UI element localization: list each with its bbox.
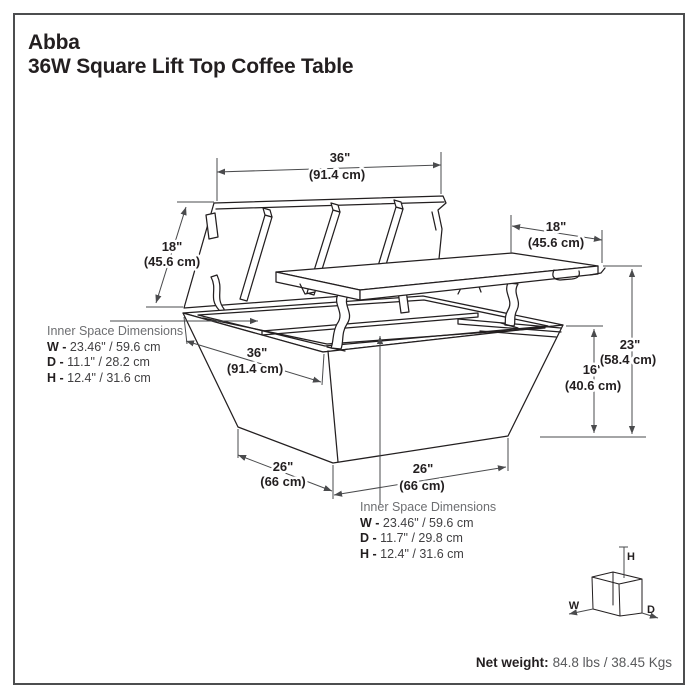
lid-latch bbox=[205, 212, 219, 240]
dimension-lines bbox=[110, 152, 646, 505]
dim-total-height-cm: (58.4 cm) bbox=[600, 352, 656, 367]
page-border bbox=[13, 13, 685, 685]
lift-top-panel bbox=[275, 252, 606, 301]
net-weight-value: 84.8 lbs / 38.45 Kgs bbox=[552, 655, 672, 670]
axis-h-label: H bbox=[627, 551, 635, 563]
dim-base-width-in: 26" bbox=[413, 461, 434, 476]
inner-space-row: D - 11.1" / 28.2 cm bbox=[47, 355, 150, 369]
dimension-labels: 36" (91.4 cm) 18" (45.6 cm) 18" (45.6 cm… bbox=[141, 148, 658, 496]
dim-body-height-in: 16" bbox=[583, 362, 604, 377]
dim-lid-width-in: 36" bbox=[330, 150, 351, 165]
axis-w-label: W bbox=[569, 600, 580, 612]
front-right-leg bbox=[504, 282, 520, 327]
inner-space-row: H - 12.4" / 31.6 cm bbox=[360, 546, 464, 561]
dim-lid-width-cm: (91.4 cm) bbox=[309, 167, 365, 182]
axis-cube-icon: H W D bbox=[569, 546, 659, 619]
product-name: 36W Square Lift Top Coffee Table bbox=[28, 55, 354, 78]
inner-space-row: H - 12.4" / 31.6 cm bbox=[47, 370, 151, 385]
dim-top-depth-in: 18" bbox=[546, 219, 567, 234]
inner-space-title: Inner Space Dimensions bbox=[360, 500, 497, 514]
inner-space-row: W - 23.46" / 59.6 cm bbox=[47, 339, 161, 354]
net-weight: Net weight:84.8 lbs / 38.45 Kgs bbox=[476, 655, 672, 670]
axis-d-label: D bbox=[647, 604, 655, 616]
dim-base-width-cm: (66 cm) bbox=[399, 478, 445, 493]
dim-rim-width-cm: (91.4 cm) bbox=[227, 361, 283, 376]
net-weight-label: Net weight: bbox=[475, 655, 549, 670]
dim-lid-depth-in: 18" bbox=[162, 239, 183, 254]
dim-body-height-cm: (40.6 cm) bbox=[565, 378, 621, 393]
inner-space-row: W - 23.46" / 59.6 cm bbox=[360, 515, 474, 530]
front-left-leg bbox=[330, 292, 351, 350]
inner-space-title: Inner Space Dimensions bbox=[47, 324, 184, 338]
page-title: Abba 36W Square Lift Top Coffee Table bbox=[28, 31, 354, 79]
dim-base-depth-cm: (66 cm) bbox=[260, 474, 306, 489]
dim-total-height-in: 23" bbox=[620, 337, 641, 352]
inner-space-row: D - 11.7" / 29.8 cm bbox=[360, 531, 463, 545]
inner-space-dimensions-bottom: Inner Space Dimensions W - 23.46" / 59.6… bbox=[360, 500, 496, 562]
inner-space-dimensions-left: Inner Space Dimensions W - 23.46" / 59.6… bbox=[47, 324, 183, 386]
dim-base-depth-in: 26" bbox=[273, 459, 294, 474]
dim-top-depth-cm: (45.6 cm) bbox=[528, 235, 584, 250]
brand-name: Abba bbox=[28, 31, 80, 54]
dim-lid-depth-cm: (45.6 cm) bbox=[144, 254, 200, 269]
mechanism-crossbar bbox=[261, 312, 479, 336]
dim-rim-width-in: 36" bbox=[247, 345, 268, 360]
